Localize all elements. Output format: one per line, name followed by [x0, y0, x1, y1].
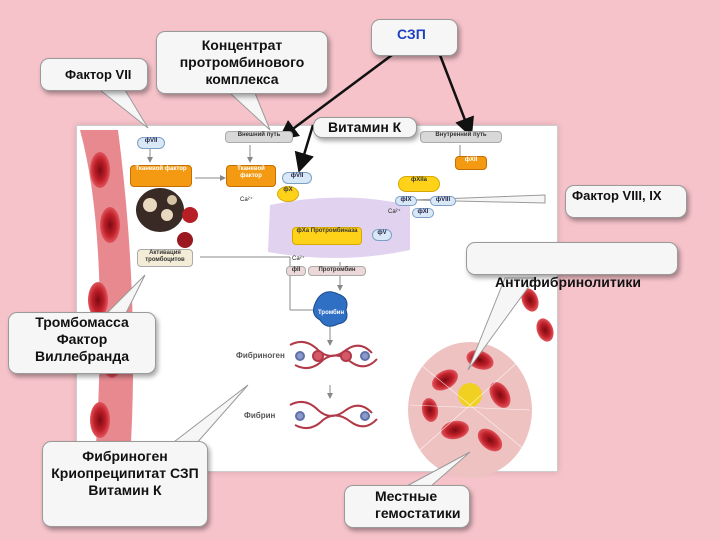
factor-xii-box: фXII [455, 156, 487, 170]
factor-xa-box: фXa Протромбиназа [292, 227, 362, 245]
intrinsic-path-label: Внутренний путь [420, 131, 502, 143]
thrombin-label: Тромбин [318, 310, 345, 316]
callout-vitamin-k: Витамин К [313, 117, 417, 138]
fibrinogen-label: Фибриноген [236, 351, 285, 360]
callout-pcc: Концентрат протромбинового комплекса [156, 31, 328, 94]
factor-vii-top: фVII [137, 137, 165, 149]
factor-v-box: фV [372, 229, 392, 241]
callout-platelets: Тромбомасса Фактор Виллебранда [8, 312, 156, 374]
fibrinogen-molecules [289, 340, 378, 370]
factor-ix-box: фIX [395, 196, 417, 206]
platelet-activation-box: Активация тромбоцитов [137, 249, 193, 267]
callout-fibrinogen-group: Фибриноген Криопреципитат СЗП Витамин К [42, 441, 208, 527]
tissue-factor-box-1: Тканевой фактор [130, 165, 192, 187]
calcium-label-2: Ca²⁺ [388, 209, 401, 215]
factor-vii-box: фVII [282, 172, 312, 184]
callout-szp: СЗП [371, 19, 458, 56]
clot-illustration [408, 288, 554, 478]
factor-xiia-box: фXIIa [398, 176, 440, 192]
calcium-label-3: Ca²⁺ [292, 256, 305, 262]
factor-viii-box: фVIII [430, 196, 456, 206]
prothrombin-box: Протромбин [308, 266, 366, 276]
callout-antifibrinolytics-box [466, 242, 678, 275]
callout-factor-vii: Фактор VII [40, 58, 148, 91]
fibrin-label: Фибрин [244, 411, 276, 420]
callout-local-hemostatics: Местные гемостатики [344, 485, 470, 528]
factor-ii-box: фII [286, 266, 306, 276]
factor-x-box: фX [277, 186, 299, 202]
callout-antifibrinolytics: Антифибринолитики [495, 274, 641, 290]
calcium-label-1: Ca²⁺ [240, 197, 253, 203]
factor-xi-box: фXI [412, 208, 434, 218]
fibrin-molecules [289, 400, 378, 430]
tissue-factor-box-2: Тканевой фактор [226, 165, 276, 187]
thrombin-molecule [313, 291, 348, 327]
callout-factor-viii-ix: Фактор VIII, IX [565, 185, 687, 218]
extrinsic-path-label: Внешний путь [225, 131, 293, 143]
